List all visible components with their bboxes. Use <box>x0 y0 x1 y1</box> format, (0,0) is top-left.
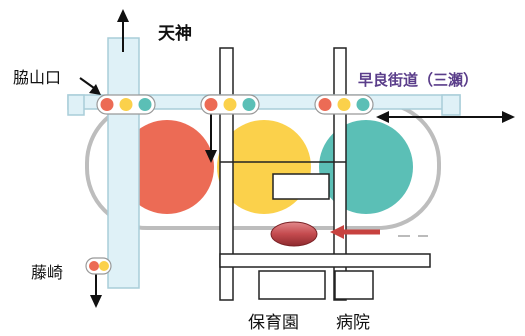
arrow-wakiyama-icon <box>79 77 95 89</box>
label-fujisaki: 藤崎 <box>31 263 64 282</box>
signal-light-red <box>89 261 99 271</box>
traffic-signal-1 <box>96 94 156 115</box>
road-bottom <box>219 253 431 268</box>
arrow-east-west-icon-east <box>502 111 515 123</box>
arrow-north-icon-head <box>117 9 129 22</box>
signal-light-yellow <box>223 98 237 111</box>
signal-light-teal <box>242 98 256 111</box>
signal-light-teal <box>356 98 370 111</box>
building-hospital <box>334 270 374 300</box>
label-hospital: 病院 <box>336 313 370 333</box>
arrow-wakiyama-icon-head <box>89 84 101 95</box>
bus-icon <box>270 221 318 247</box>
traffic-signal-4 <box>85 257 112 275</box>
signal-light-yellow <box>337 98 351 111</box>
signal-light-yellow <box>99 261 109 271</box>
loop-circle-red <box>120 120 214 214</box>
arrow-south-icon-head <box>90 295 102 308</box>
signal-light-red <box>318 98 332 111</box>
arrow-left-icon-head <box>330 225 344 239</box>
road-main-right-stub <box>441 94 461 116</box>
arrow-east-west-icon-west <box>376 111 389 123</box>
road-vertical-blue <box>107 37 140 289</box>
building-box <box>272 173 330 200</box>
building-nursery <box>258 270 326 300</box>
signal-light-teal <box>138 98 152 111</box>
loop-circle-teal <box>319 120 413 214</box>
signal-light-red <box>204 98 218 111</box>
label-nursery: 保育園 <box>248 313 299 333</box>
signal-light-yellow <box>119 98 133 111</box>
label-tenjin: 天神 <box>158 24 192 44</box>
label-sawara-kaido: 早良街道（三瀬） <box>358 71 479 89</box>
road-main-left-stub <box>67 94 85 116</box>
traffic-signal-2 <box>200 94 260 115</box>
arrow-down-icon-head <box>205 150 217 163</box>
signal-light-red <box>100 98 114 111</box>
label-wakiyamaguchi: 脇山口 <box>13 68 62 87</box>
traffic-signal-3 <box>314 94 374 115</box>
